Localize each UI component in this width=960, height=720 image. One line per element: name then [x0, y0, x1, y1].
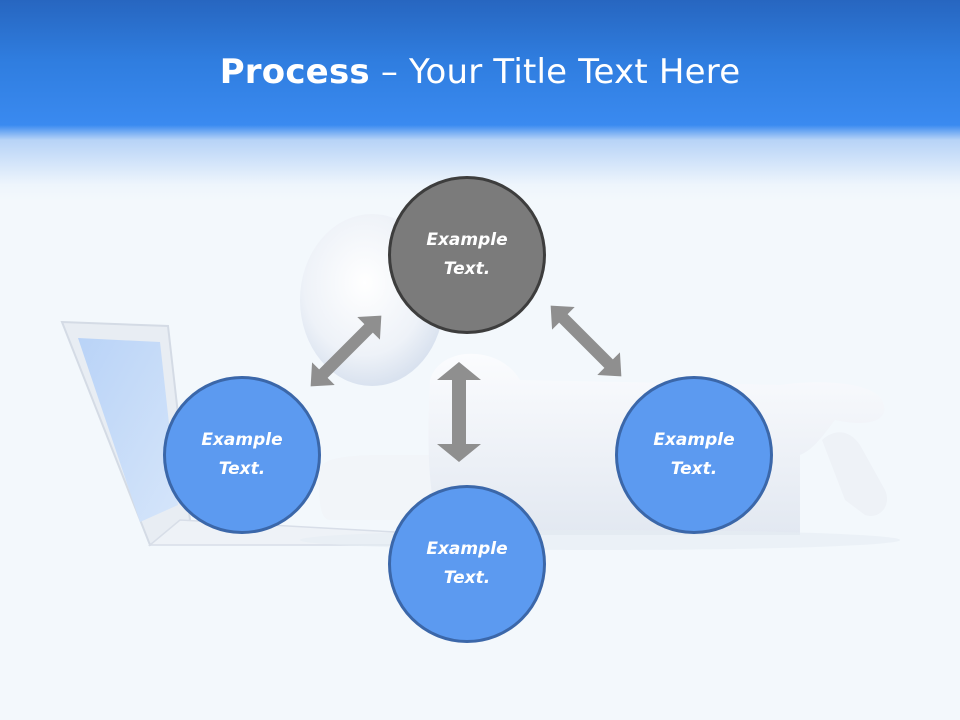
node-left-text: Example Text.	[201, 430, 283, 479]
title-rest: – Your Title Text Here	[369, 52, 741, 92]
arrow-top-right	[550, 305, 622, 377]
header-band	[0, 0, 960, 200]
node-top-text: Example Text.	[426, 230, 508, 279]
slide-title: Process – Your Title Text Here	[0, 52, 960, 92]
title-bold: Process	[219, 52, 370, 92]
node-bottom-text: Example Text.	[426, 539, 508, 588]
node-bottom: Example Text.	[388, 485, 546, 643]
arrow-top-bottom	[437, 362, 481, 462]
node-top: Example Text.	[388, 176, 546, 334]
node-right-text: Example Text.	[653, 430, 735, 479]
node-left: Example Text.	[163, 376, 321, 534]
arrow-top-left	[310, 315, 382, 387]
node-right: Example Text.	[615, 376, 773, 534]
